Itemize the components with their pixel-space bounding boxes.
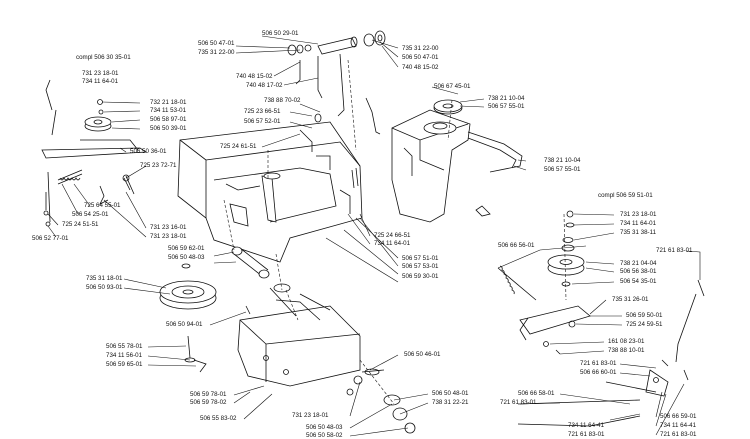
part-label: 731 23 18-01 (620, 211, 657, 218)
part-label: 506 58 97-01 (150, 116, 187, 123)
part-label: 506 50 29-01 (262, 30, 299, 37)
part-label: 725 24 51-51 (62, 221, 99, 228)
part-label: 721 61 83-01 (580, 360, 617, 367)
part-label: 738 21 10-04 (544, 157, 581, 164)
part-label: 734 11 64-01 (82, 78, 119, 85)
part-label: 732 21 18-01 (150, 99, 187, 106)
part-label: 506 55 78-01 (106, 343, 143, 350)
part-label: 506 50 48-03 (168, 254, 205, 261)
part-label: 740 48 15-02 (236, 73, 273, 80)
part-label: 506 66 58-01 (518, 390, 555, 397)
part-label: 721 61 83-01 (660, 431, 697, 438)
part-label: 734 11 56-01 (106, 352, 143, 359)
part-label: 506 55 83-02 (200, 415, 237, 422)
part-label: 738 21 04-04 (620, 260, 657, 267)
part-label: 731 23 18-01 (292, 412, 329, 419)
part-label: 734 11 64-41 (660, 422, 697, 429)
left-lever-assembly (41, 79, 148, 227)
tension-pulley-assembly (497, 210, 705, 427)
part-label: 735 31 22-00 (198, 49, 235, 56)
part-label: 506 59 78-02 (190, 399, 227, 406)
part-label: 506 59 30-01 (402, 273, 439, 280)
part-label: 731 23 18-01 (82, 70, 119, 77)
part-label: 506 50 47-01 (198, 40, 235, 47)
part-label: 734 11 64-41 (568, 422, 605, 429)
top-shaft-assembly (287, 30, 386, 117)
part-label: 506 50 39-01 (150, 125, 187, 132)
part-label: 506 54 35-01 (620, 278, 657, 285)
part-label: 506 57 55-01 (488, 103, 525, 110)
part-label: 721 61 83-01 (500, 399, 537, 406)
part-label: 725 24 66-51 (374, 232, 411, 239)
part-label: 740 48 17-02 (246, 82, 283, 89)
part-label: 738 31 22-21 (432, 399, 469, 406)
part-label: 506 59 62-01 (168, 245, 205, 252)
part-label: 731 23 18-01 (150, 233, 187, 240)
gearbox-assembly (159, 246, 416, 434)
part-label: 506 56 38-01 (620, 268, 657, 275)
part-label: 725 24 61-51 (220, 143, 257, 150)
part-label: 738 21 10-04 (488, 95, 525, 102)
part-label: 506 59 65-01 (106, 361, 143, 368)
part-label: 506 59 78-01 (190, 391, 227, 398)
part-label: 506 50 93-01 (86, 284, 123, 291)
part-label: 738 88 70-02 (264, 97, 301, 104)
part-label: 506 50 58-02 (306, 432, 343, 439)
part-label: 506 57 55-01 (544, 166, 581, 173)
part-label: 506 50 46-01 (404, 351, 441, 358)
part-label: 734 11 53-01 (150, 107, 187, 114)
part-label: 506 66 56-01 (498, 242, 535, 249)
part-label: 735 31 38-11 (620, 229, 657, 236)
part-label: 506 67 45-01 (434, 83, 471, 90)
part-label: 721 61 83-01 (656, 247, 693, 254)
part-label: 725 24 59-51 (626, 321, 663, 328)
part-label: 734 11 64-01 (620, 220, 657, 227)
part-label: 506 57 52-01 (244, 118, 281, 125)
part-label: 506 59 50-01 (626, 312, 663, 319)
part-label: 725 23 72-71 (140, 162, 177, 169)
part-label: 725 64 55-01 (84, 202, 121, 209)
leader-lines (47, 35, 701, 437)
part-label: 735 31 18-01 (86, 275, 123, 282)
main-frame (177, 113, 363, 263)
part-label: 734 11 64-01 (374, 240, 411, 247)
part-label: 506 66 60-01 (580, 369, 617, 376)
part-label: 506 66 59-01 (660, 413, 697, 420)
right-housing (365, 97, 523, 223)
part-label: 506 57 53-01 (402, 263, 439, 270)
dashed-guides (223, 59, 567, 405)
part-label: 506 50 48-01 (432, 390, 469, 397)
part-label-compl-506-30-35: compl 506 30 35-01 (76, 54, 131, 61)
part-label: 735 31 22-00 (402, 45, 439, 52)
part-label: 506 50 48-03 (306, 424, 343, 431)
part-label: 731 23 16-01 (150, 224, 187, 231)
part-label-compl-506-59-51: compl 506 59 51-01 (598, 192, 653, 199)
part-label: 506 50 36-01 (130, 148, 167, 155)
part-label: 506 50 47-01 (402, 54, 439, 61)
part-label: 506 50 94-01 (166, 321, 203, 328)
part-label: 738 88 10-01 (608, 347, 645, 354)
part-label: 725 23 66-51 (244, 108, 281, 115)
part-label: 506 57 51-01 (402, 255, 439, 262)
part-label: 161 08 23-01 (608, 338, 645, 345)
part-label: 740 48 15-02 (402, 64, 439, 71)
part-label: 506 52 77-01 (32, 235, 69, 242)
part-label: 735 31 26-01 (612, 296, 649, 303)
part-label: 721 61 83-01 (568, 431, 605, 438)
part-label: 506 54 25-01 (72, 211, 109, 218)
